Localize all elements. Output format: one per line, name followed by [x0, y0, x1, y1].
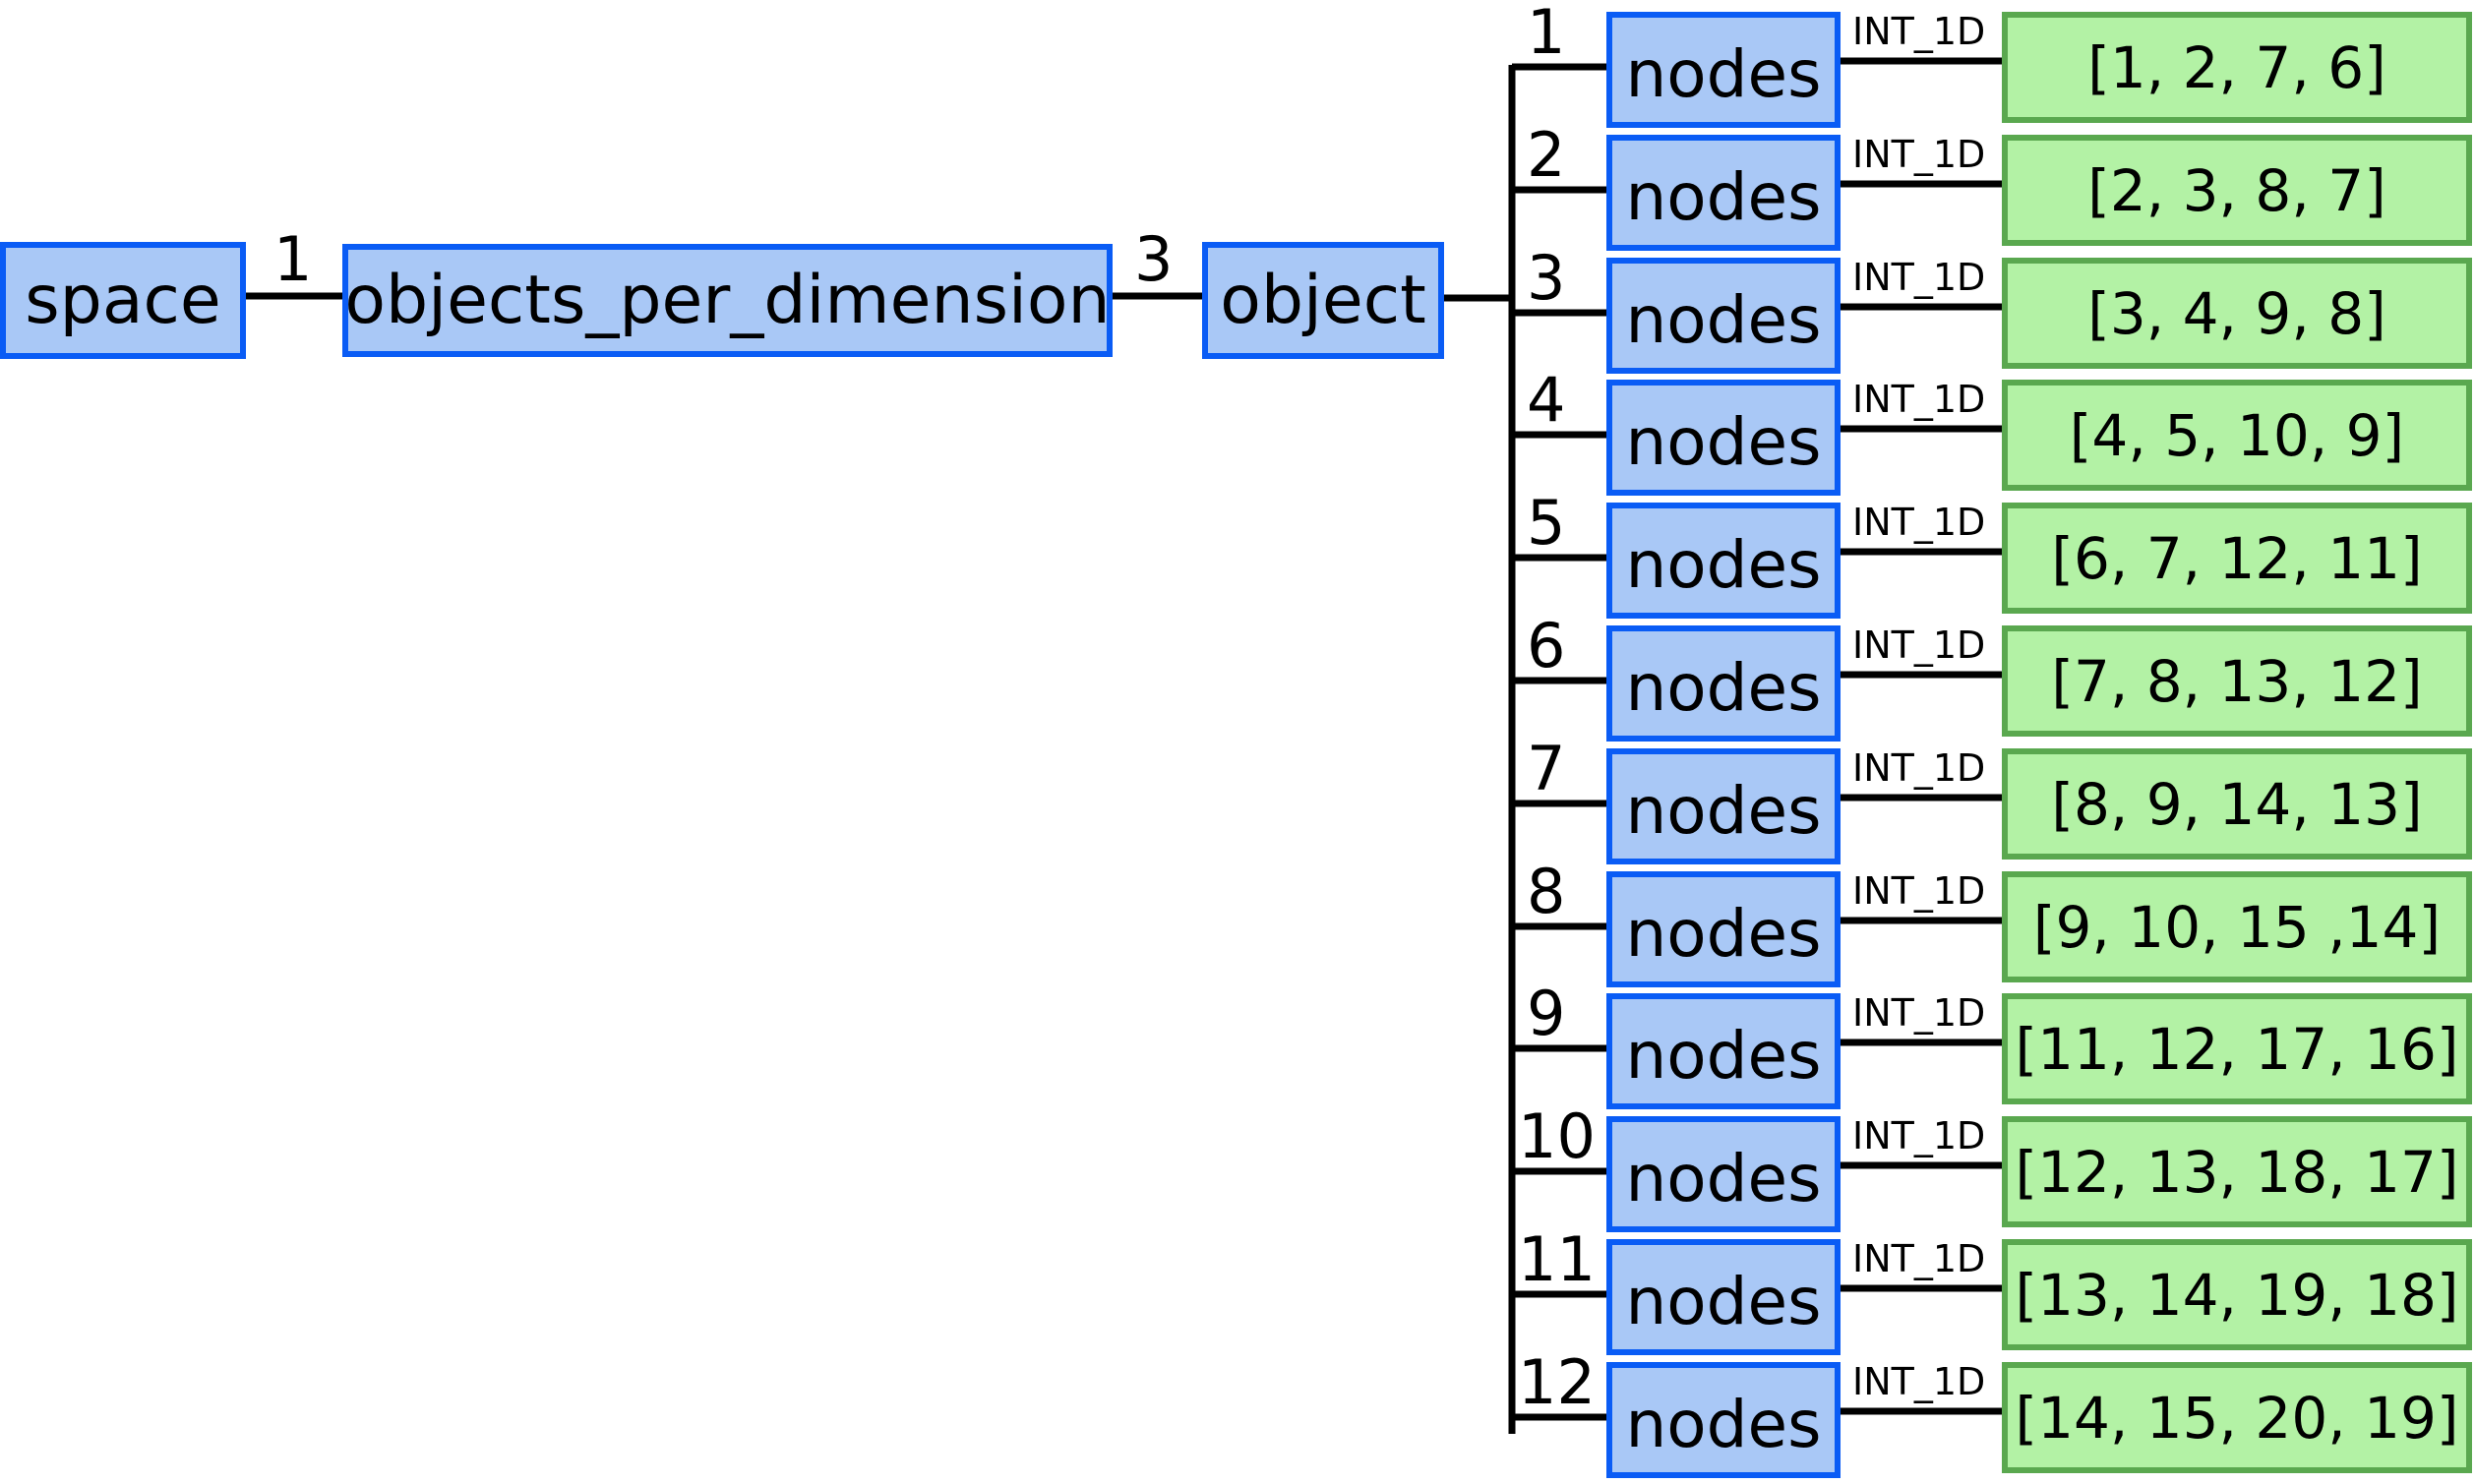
- child-index-label: 4: [1527, 364, 1566, 436]
- nodes-node[interactable]: nodes: [1606, 380, 1841, 496]
- nodes-node-label: nodes: [1625, 526, 1822, 603]
- child-index-label: 11: [1518, 1223, 1596, 1295]
- value-node[interactable]: [2, 3, 8, 7]: [2002, 135, 2472, 246]
- child-index-label: 6: [1527, 610, 1566, 682]
- child-index-label: 2: [1527, 119, 1566, 191]
- value-node-label: [6, 7, 12, 11]: [2051, 524, 2423, 592]
- value-node-label: [13, 14, 19, 18]: [2015, 1261, 2459, 1329]
- nodes-node-label: nodes: [1625, 772, 1822, 849]
- nodes-node[interactable]: nodes: [1606, 1362, 1841, 1478]
- nodes-node[interactable]: nodes: [1606, 993, 1841, 1109]
- nodes-node[interactable]: nodes: [1606, 12, 1841, 128]
- nodes-node-label: nodes: [1625, 1263, 1822, 1339]
- space-node[interactable]: space: [0, 242, 246, 359]
- objects-per-dimension-node[interactable]: objects_per_dimension: [342, 244, 1113, 357]
- edge-type-label: INT_1D: [1852, 746, 1986, 790]
- nodes-node-label: nodes: [1625, 895, 1822, 972]
- edge-type-label: INT_1D: [1852, 133, 1986, 176]
- nodes-node-label: nodes: [1625, 403, 1822, 480]
- nodes-node[interactable]: nodes: [1606, 135, 1841, 251]
- edge-label-3: 3: [1134, 223, 1174, 295]
- objects-per-dimension-label: objects_per_dimension: [344, 262, 1111, 339]
- edge-type-label: INT_1D: [1852, 623, 1986, 667]
- child-index-label: 1: [1527, 0, 1566, 68]
- child-index-label: 5: [1527, 487, 1566, 559]
- value-node[interactable]: [9, 10, 15 ,14]: [2002, 871, 2472, 982]
- value-node-label: [1, 2, 7, 6]: [2087, 33, 2386, 101]
- space-node-label: space: [25, 262, 221, 339]
- edge-type-label: INT_1D: [1852, 10, 1986, 53]
- edge-type-label: INT_1D: [1852, 991, 1986, 1035]
- object-node-label: object: [1220, 262, 1426, 339]
- nodes-node-label: nodes: [1625, 158, 1822, 235]
- object-node[interactable]: object: [1202, 242, 1444, 359]
- value-node[interactable]: [8, 9, 14, 13]: [2002, 748, 2472, 860]
- value-node-label: [3, 4, 9, 8]: [2087, 279, 2386, 347]
- edge-type-label: INT_1D: [1852, 501, 1986, 544]
- value-node-label: [8, 9, 14, 13]: [2051, 770, 2423, 838]
- value-node[interactable]: [11, 12, 17, 16]: [2002, 993, 2472, 1104]
- value-node[interactable]: [6, 7, 12, 11]: [2002, 503, 2472, 614]
- edge-type-label: INT_1D: [1852, 869, 1986, 913]
- nodes-node[interactable]: nodes: [1606, 871, 1841, 987]
- value-node-label: [7, 8, 13, 12]: [2051, 647, 2423, 715]
- nodes-node-label: nodes: [1625, 35, 1822, 112]
- edge-type-label: INT_1D: [1852, 378, 1986, 421]
- child-index-label: 3: [1527, 242, 1566, 314]
- value-node-label: [12, 13, 18, 17]: [2015, 1138, 2459, 1206]
- value-node[interactable]: [13, 14, 19, 18]: [2002, 1239, 2472, 1350]
- child-index-label: 9: [1527, 978, 1566, 1049]
- child-index-label: 10: [1518, 1100, 1596, 1172]
- value-node[interactable]: [4, 5, 10, 9]: [2002, 380, 2472, 491]
- edge-type-label: INT_1D: [1852, 1237, 1986, 1280]
- edge-type-label: INT_1D: [1852, 256, 1986, 299]
- value-node-label: [9, 10, 15 ,14]: [2032, 893, 2442, 961]
- nodes-node-label: nodes: [1625, 649, 1822, 726]
- child-index-label: 8: [1527, 856, 1566, 927]
- nodes-node-label: nodes: [1625, 1386, 1822, 1462]
- edge-label-1: 1: [273, 223, 313, 295]
- nodes-node[interactable]: nodes: [1606, 258, 1841, 374]
- nodes-node[interactable]: nodes: [1606, 1116, 1841, 1232]
- nodes-node[interactable]: nodes: [1606, 748, 1841, 864]
- nodes-node-label: nodes: [1625, 1140, 1822, 1217]
- nodes-node[interactable]: nodes: [1606, 503, 1841, 619]
- value-node[interactable]: [3, 4, 9, 8]: [2002, 258, 2472, 369]
- child-index-label: 12: [1518, 1346, 1596, 1418]
- value-node-label: [4, 5, 10, 9]: [2069, 401, 2405, 469]
- value-node-label: [14, 15, 20, 19]: [2015, 1384, 2459, 1452]
- value-node-label: [2, 3, 8, 7]: [2087, 156, 2386, 224]
- value-node[interactable]: [7, 8, 13, 12]: [2002, 625, 2472, 737]
- nodes-node[interactable]: nodes: [1606, 1239, 1841, 1355]
- edge-type-label: INT_1D: [1852, 1360, 1986, 1403]
- nodes-node-label: nodes: [1625, 1017, 1822, 1094]
- value-node-label: [11, 12, 17, 16]: [2015, 1015, 2459, 1083]
- nodes-node-label: nodes: [1625, 281, 1822, 358]
- value-node[interactable]: [14, 15, 20, 19]: [2002, 1362, 2472, 1473]
- value-node[interactable]: [12, 13, 18, 17]: [2002, 1116, 2472, 1227]
- nodes-node[interactable]: nodes: [1606, 625, 1841, 742]
- value-node[interactable]: [1, 2, 7, 6]: [2002, 12, 2472, 123]
- child-index-label: 7: [1527, 733, 1566, 804]
- edge-type-label: INT_1D: [1852, 1114, 1986, 1158]
